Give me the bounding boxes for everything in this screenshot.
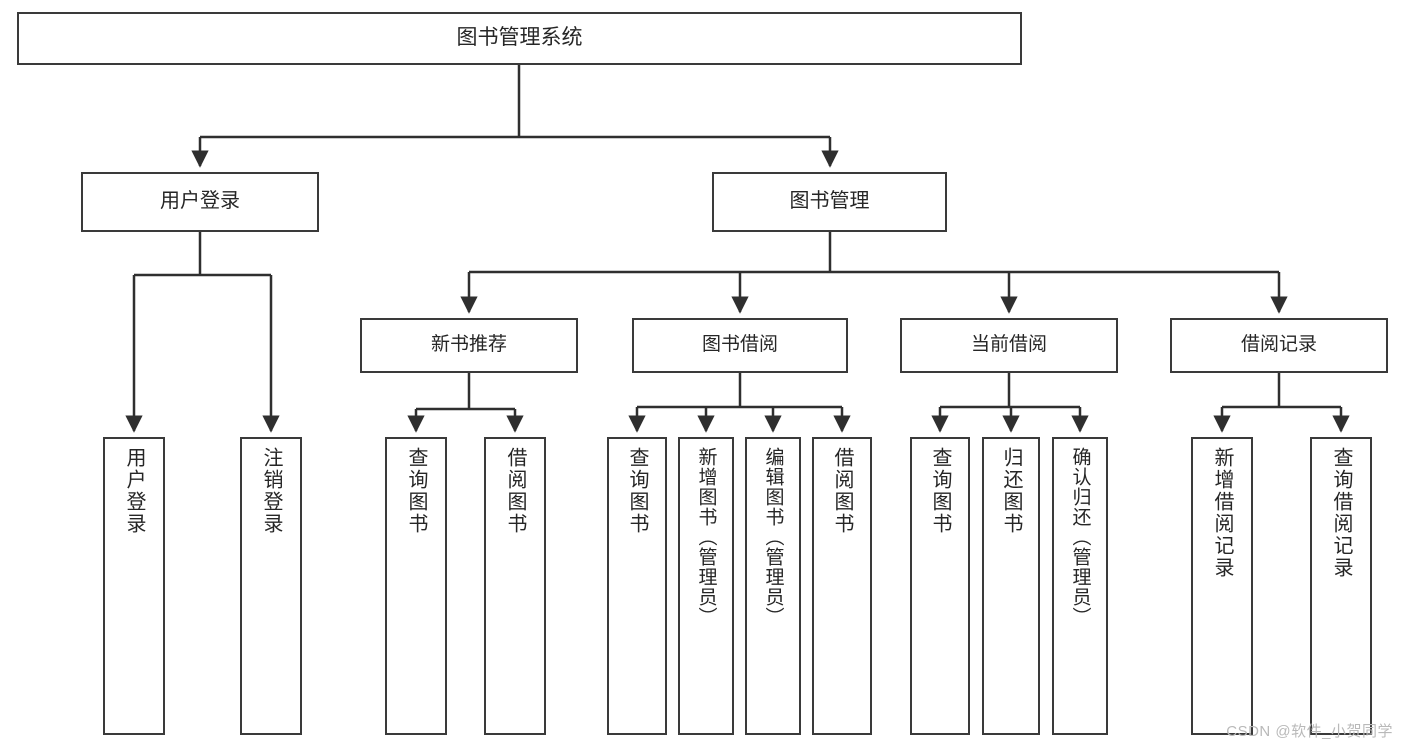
leaf-return-book-label: 归还图书 — [1000, 447, 1022, 535]
leaf-confirm-return-admin-label: 确认归还（管理员） — [1069, 447, 1091, 627]
node-borrow-record-label: 借阅记录 — [1240, 334, 1317, 356]
node-current-borrow-label: 当前借阅 — [970, 334, 1047, 356]
leaf-edit-book-admin[interactable]: 编辑图书（管理员） — [745, 437, 801, 735]
leaf-user-login[interactable]: 用户登录 — [103, 437, 165, 735]
leaf-user-login-label: 用户登录 — [123, 447, 145, 535]
leaf-borrow-book[interactable]: 借阅图书 — [812, 437, 872, 735]
node-root-label: 图书管理系统 — [456, 26, 583, 50]
leaf-logout[interactable]: 注销登录 — [240, 437, 302, 735]
node-current-borrow[interactable]: 当前借阅 — [900, 318, 1118, 373]
leaf-borrow-book-label: 借阅图书 — [831, 447, 853, 535]
node-new-book-recommend-label: 新书推荐 — [430, 334, 507, 356]
leaf-borrow-book-rec[interactable]: 借阅图书 — [484, 437, 546, 735]
leaf-query-book-current[interactable]: 查询图书 — [910, 437, 970, 735]
leaf-add-borrow-record[interactable]: 新增借阅记录 — [1191, 437, 1253, 735]
node-new-book-recommend[interactable]: 新书推荐 — [360, 318, 578, 373]
leaf-query-borrow-record[interactable]: 查询借阅记录 — [1310, 437, 1372, 735]
node-book-borrow[interactable]: 图书借阅 — [632, 318, 848, 373]
node-user-login-label: 用户登录 — [160, 190, 240, 213]
leaf-add-book-admin[interactable]: 新增图书（管理员） — [678, 437, 734, 735]
node-user-login[interactable]: 用户登录 — [81, 172, 319, 232]
leaf-query-book-borrow-label: 查询图书 — [626, 447, 648, 535]
node-borrow-record[interactable]: 借阅记录 — [1170, 318, 1388, 373]
leaf-query-borrow-record-label: 查询借阅记录 — [1330, 447, 1352, 579]
leaf-edit-book-admin-label: 编辑图书（管理员） — [762, 447, 784, 627]
node-book-management[interactable]: 图书管理 — [712, 172, 947, 232]
leaf-query-book-rec-label: 查询图书 — [405, 447, 427, 535]
leaf-add-borrow-record-label: 新增借阅记录 — [1211, 447, 1233, 579]
leaf-add-book-admin-label: 新增图书（管理员） — [695, 447, 717, 627]
leaf-borrow-book-rec-label: 借阅图书 — [504, 447, 526, 535]
csdn-watermark: CSDN @软件_小贺同学 — [1226, 723, 1393, 740]
leaf-confirm-return-admin[interactable]: 确认归还（管理员） — [1052, 437, 1108, 735]
node-book-management-label: 图书管理 — [789, 190, 870, 213]
leaf-logout-label: 注销登录 — [260, 447, 282, 535]
node-book-borrow-label: 图书借阅 — [701, 334, 778, 356]
leaf-query-book-borrow[interactable]: 查询图书 — [607, 437, 667, 735]
leaf-query-book-current-label: 查询图书 — [929, 447, 951, 535]
node-root-system[interactable]: 图书管理系统 — [17, 12, 1022, 65]
leaf-return-book[interactable]: 归还图书 — [982, 437, 1040, 735]
leaf-query-book-rec[interactable]: 查询图书 — [385, 437, 447, 735]
